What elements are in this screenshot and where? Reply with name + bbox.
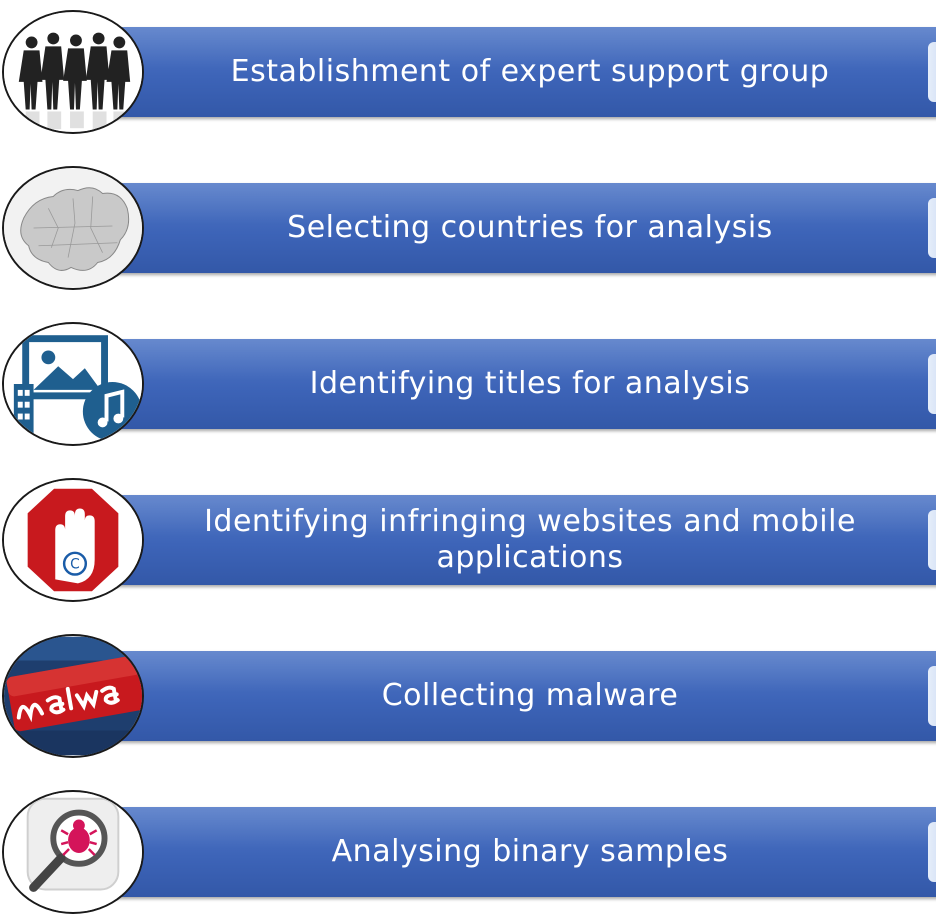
side-tab (928, 666, 936, 726)
media-titles-icon (2, 322, 144, 446)
step-bar (80, 651, 936, 741)
process-step-2: Selecting countries for analysis (0, 166, 936, 290)
step-bar (80, 27, 936, 117)
process-step-6: Analysing binary samples (0, 790, 936, 914)
side-tab (928, 822, 936, 882)
business-people-icon (2, 10, 144, 134)
bug-magnifier-icon (2, 790, 144, 914)
step-label: Identifying infringing websites and mobi… (204, 504, 856, 575)
copyright-stop-hand-icon: C (2, 478, 144, 602)
step-label: Identifying titles for analysis (309, 366, 751, 401)
process-step-1: Establishment of expert support group (0, 10, 936, 134)
process-step-4: Identifying infringing websites and mobi… (0, 478, 936, 602)
step-bar (80, 183, 936, 273)
side-tab (928, 198, 936, 258)
europe-map-icon (2, 166, 144, 290)
side-tab (928, 42, 936, 102)
process-step-5: Collecting malware (0, 634, 936, 758)
step-bar (80, 495, 936, 585)
step-label: Establishment of expert support group (230, 54, 830, 89)
side-tab (928, 510, 936, 570)
svg-text:C: C (70, 557, 80, 573)
step-label: Selecting countries for analysis (287, 210, 773, 245)
step-bar (80, 807, 936, 897)
step-label: Collecting malware (381, 678, 679, 713)
step-label: Analysing binary samples (331, 834, 729, 869)
side-tab (928, 354, 936, 414)
step-bar (80, 339, 936, 429)
process-step-3: Identifying titles for analysis (0, 322, 936, 446)
malware-key-icon (2, 634, 144, 758)
